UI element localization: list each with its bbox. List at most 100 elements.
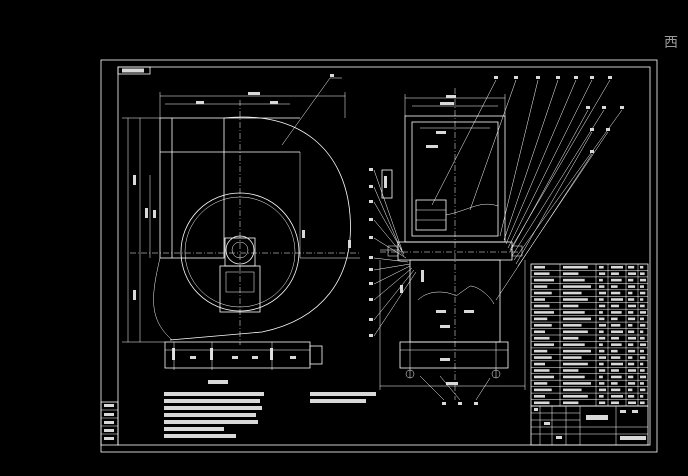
- bom-cell: [534, 395, 545, 398]
- parts-list[interactable]: [530, 263, 649, 407]
- bom-cell: [640, 317, 644, 321]
- bom-cell: [640, 401, 645, 405]
- bom-cell: [599, 298, 604, 301]
- bom-cell: [628, 343, 634, 346]
- bom-cell: [599, 265, 604, 269]
- bom-cell: [611, 272, 619, 275]
- bom-cell: [611, 291, 621, 295]
- bom-cell: [534, 382, 548, 385]
- bom-cell: [563, 382, 591, 385]
- bom-cell: [611, 362, 623, 366]
- bom-cell: [563, 291, 582, 295]
- bom-cell: [534, 298, 545, 301]
- bom-cell: [611, 330, 623, 334]
- bom-cell: [563, 304, 579, 308]
- bom-cell: [628, 388, 633, 392]
- bom-cell: [611, 298, 623, 301]
- bom-cell: [628, 330, 635, 334]
- bom-cell: [599, 285, 605, 288]
- bom-cell: [628, 265, 635, 269]
- window-corner-glyph: 西: [664, 35, 678, 51]
- side-view[interactable]: [369, 76, 624, 405]
- bom-cell: [640, 369, 645, 372]
- bom-cell: [599, 317, 605, 321]
- bom-cell: [640, 382, 644, 385]
- bom-cell: [640, 291, 646, 295]
- bom-cell: [534, 304, 550, 308]
- bom-cell: [599, 330, 604, 334]
- bom-cell: [563, 324, 582, 327]
- bom-cell: [640, 285, 644, 288]
- title-block[interactable]: [530, 405, 649, 446]
- bom-cell: [611, 395, 623, 398]
- bom-cell: [599, 324, 606, 327]
- bom-cell: [534, 311, 554, 314]
- bom-cell: [628, 395, 635, 398]
- bom-cell: [599, 304, 606, 308]
- bom-cell: [599, 401, 606, 405]
- bom-cell: [611, 285, 618, 288]
- bom-cell: [611, 304, 619, 308]
- bom-cell: [534, 362, 545, 366]
- bom-cell: [628, 375, 634, 379]
- bom-cell: [563, 311, 585, 314]
- bom-cell: [563, 369, 579, 372]
- bom-cell: [599, 388, 606, 392]
- bom-cell: [563, 343, 585, 346]
- bom-cell: [611, 369, 619, 372]
- bom-cell: [534, 356, 552, 359]
- bom-cell: [534, 324, 552, 327]
- bom-cell: [534, 375, 554, 379]
- bom-cell: [628, 324, 633, 327]
- bom-cell: [628, 349, 636, 353]
- bom-cell: [628, 317, 636, 321]
- bom-cell: [611, 382, 618, 385]
- bom-cell: [563, 330, 588, 334]
- bom-cell: [611, 356, 621, 359]
- bom-cell: [628, 369, 636, 372]
- bom-cell: [611, 311, 622, 314]
- bom-cell: [563, 375, 585, 379]
- front-view[interactable]: [122, 74, 360, 384]
- bom-cell: [611, 324, 621, 327]
- bom-cell: [640, 362, 644, 366]
- bom-cell: [611, 265, 623, 269]
- bom-cell: [599, 291, 606, 295]
- bom-cell: [563, 356, 582, 359]
- bom-cell: [563, 336, 579, 340]
- bom-cell: [628, 362, 635, 366]
- bom-cell: [563, 298, 588, 301]
- bom-cell: [611, 317, 618, 321]
- bom-cell: [640, 272, 645, 275]
- bom-cell: [534, 336, 550, 340]
- bom-cell: [563, 362, 588, 366]
- bom-cell: [599, 311, 603, 314]
- bom-cell: [640, 336, 645, 340]
- bom-cell: [640, 298, 644, 301]
- bom-cell: [563, 272, 579, 275]
- bom-cell: [563, 285, 591, 288]
- bom-cell: [599, 369, 606, 372]
- bom-cell: [599, 343, 603, 346]
- bom-cell: [599, 382, 605, 385]
- bom-cell: [640, 356, 646, 359]
- sheet-border: [100, 59, 658, 453]
- bom-cell: [599, 336, 606, 340]
- bom-cell: [628, 285, 636, 288]
- bom-cell: [534, 291, 552, 295]
- bom-cell: [611, 401, 619, 405]
- bom-cell: [599, 395, 604, 398]
- bom-cell: [628, 278, 634, 282]
- bom-cell: [611, 278, 622, 282]
- bom-cell: [640, 349, 644, 353]
- bom-cell: [563, 395, 588, 398]
- bom-cell: [640, 324, 646, 327]
- bom-cell: [611, 336, 619, 340]
- bom-cell: [534, 317, 548, 321]
- bom-cell: [628, 272, 636, 275]
- bom-cell: [628, 356, 633, 359]
- bom-cell: [628, 298, 635, 301]
- bom-cell: [534, 369, 550, 372]
- bom-cell: [640, 265, 644, 269]
